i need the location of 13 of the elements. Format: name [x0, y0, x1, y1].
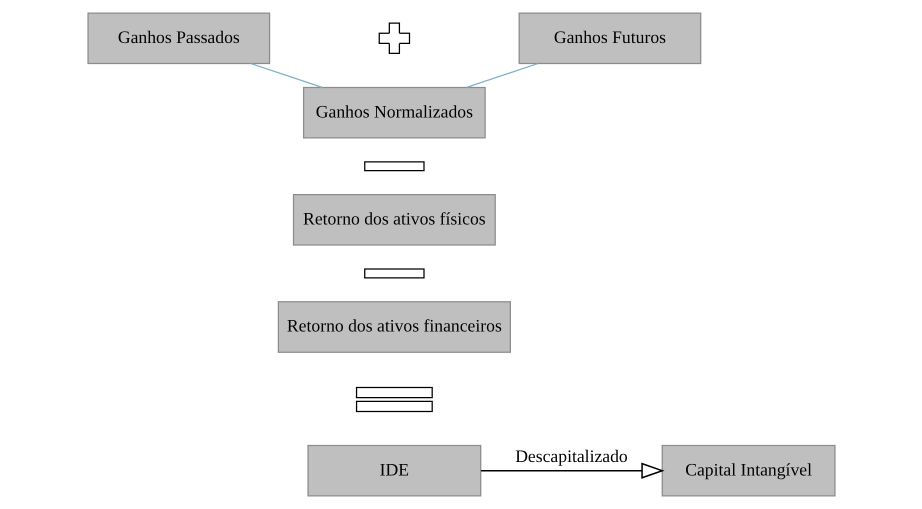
node-box: Retorno dos ativos físicos [292, 194, 496, 246]
arrow [480, 462, 664, 479]
node-box: Capital Intangível [661, 444, 836, 497]
node-box: IDE [306, 444, 481, 497]
node-bar [364, 161, 424, 172]
connector [466, 63, 538, 88]
edge-label: Descapitalizado [514, 446, 628, 466]
node-box: Ganhos Normalizados [302, 86, 486, 139]
node-bar [364, 268, 424, 278]
node-box: Ganhos Futuros [518, 12, 701, 64]
connector [250, 63, 322, 88]
node-box: Ganhos Passados [86, 12, 270, 64]
node-box: Retorno dos ativos financeiros [277, 301, 510, 353]
